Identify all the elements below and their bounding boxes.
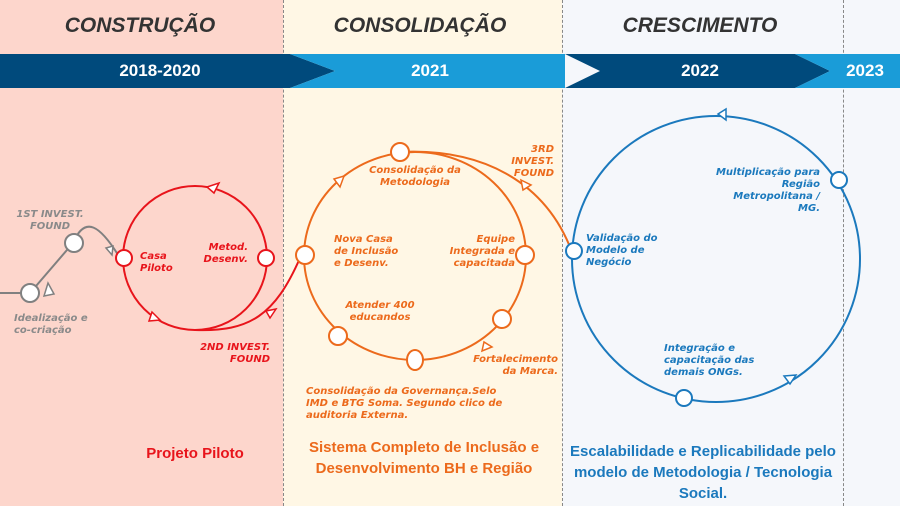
label-nova-casa: Nova Casa de Inclusão e Desenv. bbox=[334, 234, 399, 269]
label-idealizacao: Idealização e co-criação bbox=[14, 313, 88, 336]
arrow-icon bbox=[332, 174, 346, 189]
year-2022: 2022 bbox=[681, 61, 719, 80]
banner-2018-2020 bbox=[0, 54, 335, 88]
label-fortalecimento: Fortalecimento da Marca. bbox=[473, 354, 558, 377]
bottom-consolidacao: Sistema Completo de Inclusão e Desenvolv… bbox=[308, 439, 540, 477]
arrow-icon bbox=[104, 244, 114, 257]
node-first-invest bbox=[64, 233, 84, 253]
node-equipe bbox=[515, 245, 535, 265]
node-metod-desenv bbox=[257, 249, 275, 267]
arrow-icon bbox=[147, 310, 162, 322]
node-idealizacao bbox=[20, 283, 40, 303]
year-2023: 2023 bbox=[846, 61, 884, 80]
arrow-icon bbox=[205, 181, 221, 195]
node-multiplicacao bbox=[830, 171, 848, 189]
node-casa-piloto bbox=[115, 249, 133, 267]
node-nova-casa bbox=[295, 245, 315, 265]
label-integracao: Integração e capacitação das demais ONGs… bbox=[664, 343, 755, 378]
node-validacao bbox=[565, 242, 583, 260]
phase-title-consolidacao: CONSOLIDAÇÃO bbox=[333, 14, 507, 37]
node-consolidacao-metodologia bbox=[390, 142, 410, 162]
label-validacao: Validação do Modelo de Negócio bbox=[586, 233, 658, 268]
arrow-icon bbox=[480, 340, 494, 353]
node-fortalecimento bbox=[492, 309, 512, 329]
node-atender bbox=[328, 326, 348, 346]
bottom-construcao: Projeto Piloto bbox=[146, 445, 244, 462]
arrow-icon bbox=[782, 374, 798, 386]
orange-connector bbox=[399, 150, 573, 253]
arrow-icon bbox=[264, 307, 278, 320]
arrow-icon bbox=[42, 281, 56, 297]
label-third-invest: 3RD INVEST. FOUND bbox=[511, 144, 554, 179]
label-consolidacao-metodologia: Consolidação da Metodologia bbox=[369, 165, 461, 188]
banner-2023 bbox=[795, 54, 900, 88]
phase-title-crescimento: CRESCIMENTO bbox=[622, 14, 778, 37]
arrow-icon bbox=[519, 178, 533, 192]
label-atender: Atender 400 educandos bbox=[345, 300, 415, 323]
year-2018-2020: 2018-2020 bbox=[119, 61, 201, 80]
node-integracao bbox=[675, 389, 693, 407]
bottom-crescimento: Escalabilidade e Replicabilidade pelo mo… bbox=[570, 443, 836, 502]
label-multiplicacao: Multiplicação para Região Metropolitana … bbox=[715, 167, 820, 214]
label-second-invest: 2ND INVEST. FOUND bbox=[200, 342, 270, 365]
label-metod-desenv: Metod. Desenv. bbox=[203, 242, 248, 265]
node-governanca bbox=[406, 349, 424, 371]
label-casa-piloto: Casa Piloto bbox=[140, 251, 173, 274]
red-connector bbox=[194, 257, 301, 332]
label-equipe: Equipe Integrada e capacitada bbox=[449, 234, 515, 269]
arrow-icon bbox=[716, 107, 727, 122]
year-2021: 2021 bbox=[411, 61, 449, 80]
grey-path bbox=[0, 225, 121, 294]
label-governanca: Consolidação da Governança.Selo IMD e BT… bbox=[306, 386, 503, 421]
banner-2021 bbox=[290, 54, 565, 88]
phase-title-construcao: CONSTRUÇÃO bbox=[64, 14, 216, 37]
banner-2022 bbox=[565, 54, 830, 88]
label-first-invest: 1ST INVEST. FOUND bbox=[16, 209, 84, 232]
